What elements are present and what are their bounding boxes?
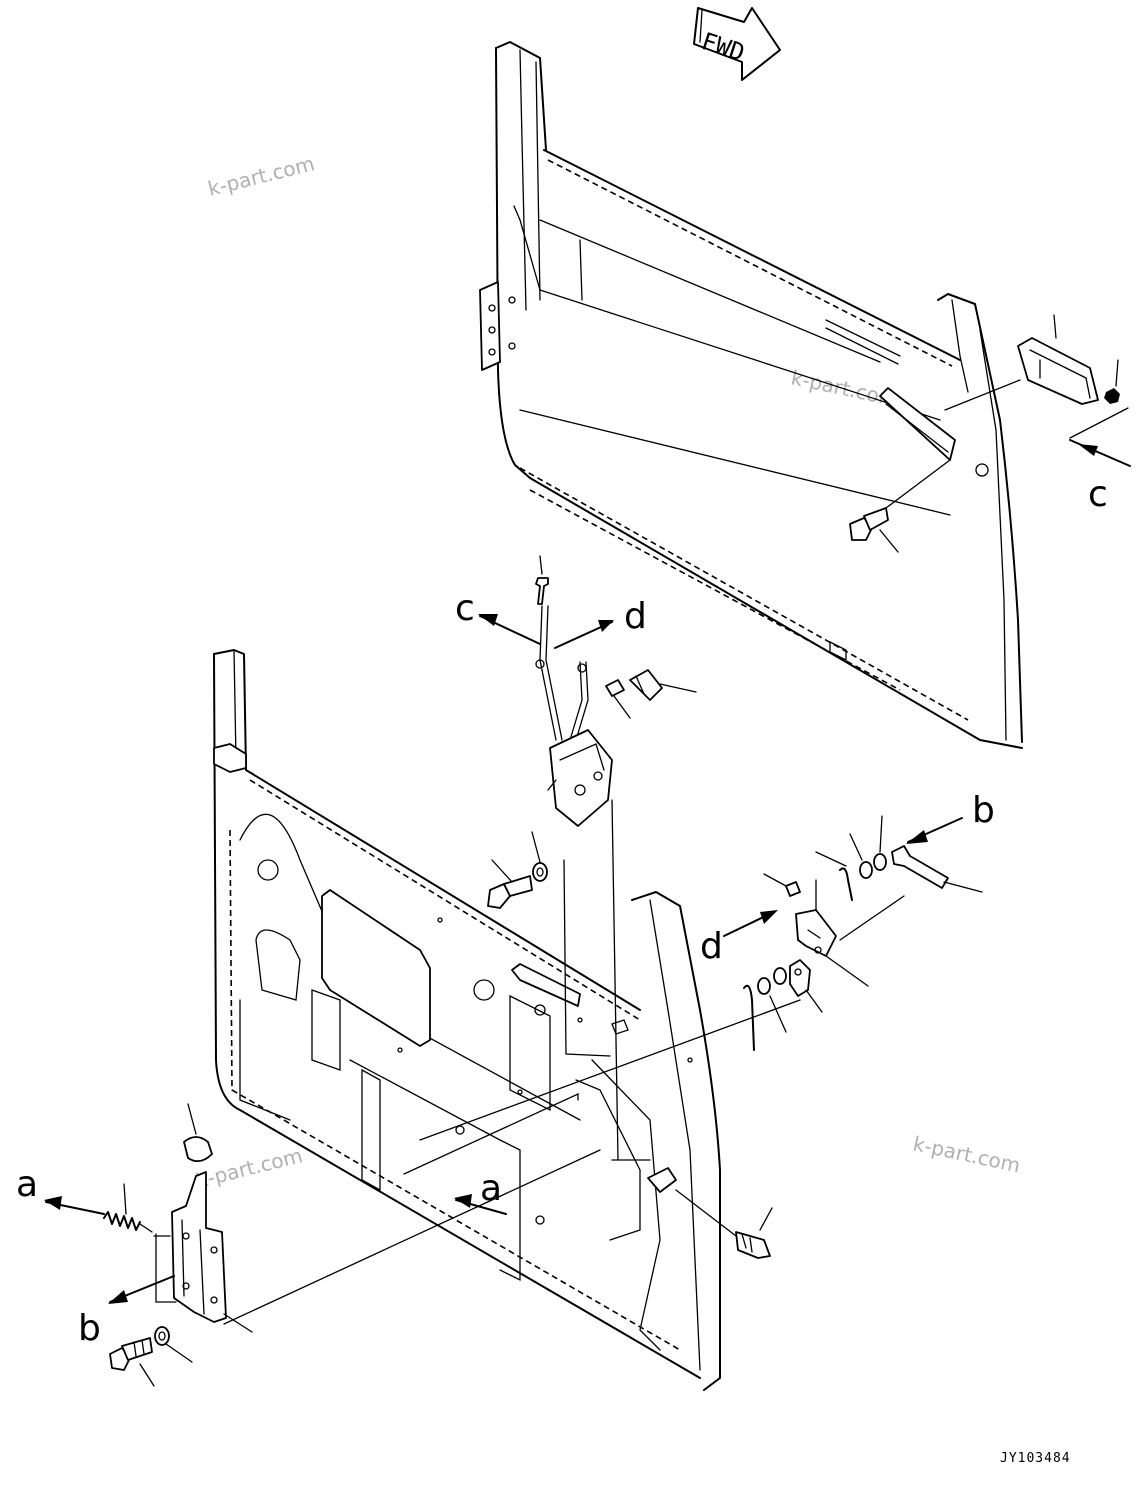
callout-d-mid: d [624,596,647,637]
panel-bolt-washer [531,831,548,882]
lock-plate-lower [789,959,823,1013]
hinge-spring [103,1183,153,1233]
arrow-d-right-head [760,910,778,924]
panel-bolt [487,859,533,909]
arrow-a-left-head [44,1196,62,1210]
callout-c-upper: c [1088,474,1108,515]
ref-line-bolt [563,859,611,1057]
arrow-d-mid-head [598,620,614,632]
arrow-b-right-head [906,830,928,844]
ref-line-striker [419,999,801,1141]
ref-line-hinge [223,1149,601,1325]
callout-d-right: d [700,926,723,967]
striker-screw [605,679,631,719]
cotter-pin-upper [815,851,853,901]
callout-b-right: b [972,790,995,831]
ref-line-a [403,1092,579,1175]
callout-b-left: b [78,1308,101,1349]
arrow-c-upper-head [1078,444,1098,456]
watermark-bottom-right: k-part.com [911,1131,1023,1177]
lower-door-frame [213,649,721,1391]
arrow-c-mid-head [478,614,498,626]
washer-lower-1 [757,977,787,1033]
hinge-bracket [153,1171,253,1333]
drawing-code: JY103484 [1000,1451,1071,1466]
arrow-b-left-head [108,1290,128,1304]
callout-a-left: a [16,1164,38,1205]
handle-nut [1104,359,1120,404]
watermark-top-left: k-part.com [205,151,316,201]
bracket-nut [763,873,801,897]
hinge-stopper-cap [183,1103,213,1163]
fwd-direction-arrow: FWD [693,7,781,81]
callout-c-mid: c [455,588,475,629]
washer-lower-2 [773,967,787,985]
washer-upper-2 [873,815,887,871]
arrow-c-upper-shaft [1069,439,1131,467]
handle-leader-2 [1069,407,1129,439]
rod-end-link [891,845,983,893]
striker-bracket [795,879,905,987]
washer-upper-1 [849,833,873,879]
lock-striker [629,669,697,701]
hinge-bolt [109,1337,155,1387]
upper-door-panel [479,41,1023,749]
hinge-washer [154,1326,193,1363]
arrow-a-center-head [454,1194,472,1208]
fwd-label: FWD [698,27,748,67]
outer-door-handle [1017,314,1099,405]
handle-leader [944,379,1021,411]
lower-right-bolt [675,1189,773,1259]
callout-a-center: a [480,1168,502,1209]
lock-rod-assembly [535,555,589,741]
handle-screw [849,459,951,553]
cotter-pin-lower [743,984,755,1051]
lock-unit [547,729,619,1161]
